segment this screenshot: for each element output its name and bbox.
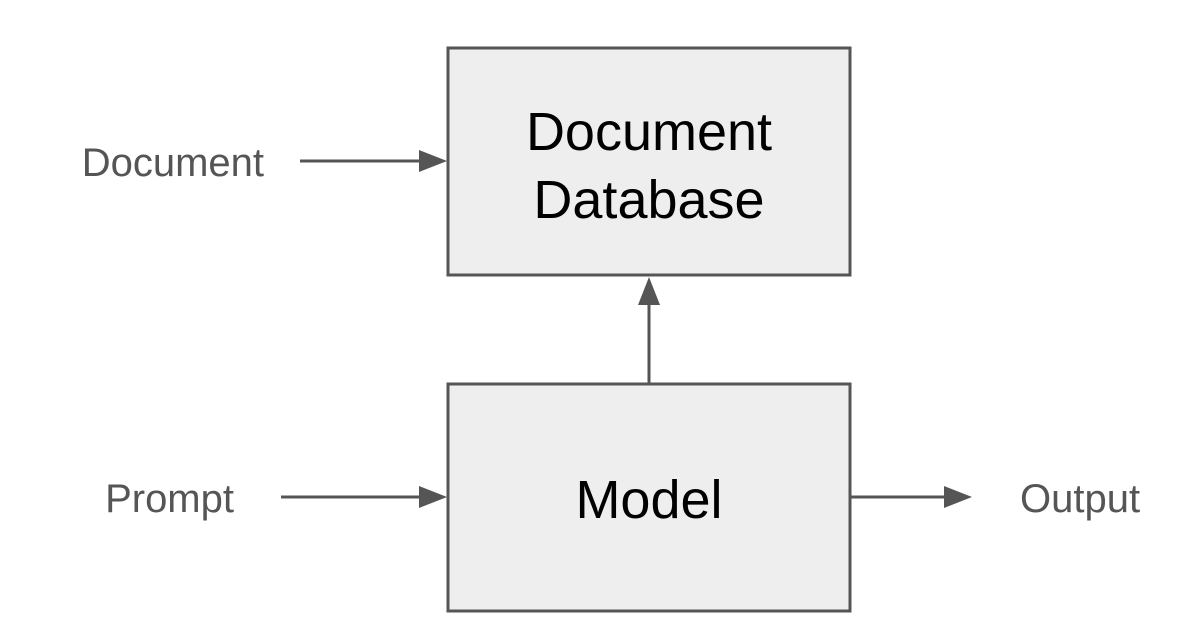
- document-input-label: Document: [82, 141, 264, 185]
- document-arrow-head: [419, 150, 447, 172]
- prompt-input-label: Prompt: [105, 477, 234, 521]
- document-database-node: Document Database: [446, 46, 852, 277]
- model-label: Model: [575, 470, 722, 530]
- model-box: [446, 382, 852, 613]
- document-database-box: [446, 46, 852, 277]
- model-to-database-arrow-head: [638, 277, 660, 305]
- output-label: Output: [1020, 477, 1140, 521]
- output-arrow-head: [944, 486, 972, 508]
- model-node: Model: [446, 382, 852, 613]
- document-database-label-line1: Document: [526, 102, 772, 162]
- prompt-input-arrow: [281, 486, 447, 508]
- prompt-arrow-head: [419, 486, 447, 508]
- model-to-database-arrow: [638, 277, 660, 383]
- document-input-arrow: [300, 150, 447, 172]
- document-database-label-line2: Database: [533, 170, 764, 230]
- output-arrow: [851, 486, 972, 508]
